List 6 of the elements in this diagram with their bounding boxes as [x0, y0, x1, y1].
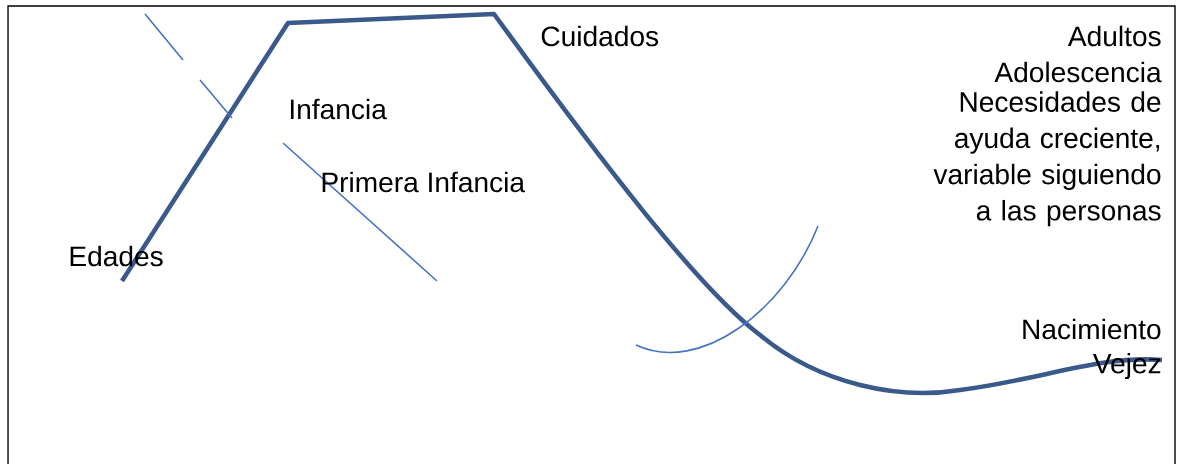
label: Necesidades de ayuda creciente, variable siguiendo a las personas	[933, 91, 1161, 227]
label: Infancia	[290, 98, 387, 120]
label: Adultos	[1067, 25, 1161, 47]
label: Cuidados	[541, 25, 659, 47]
label: Nacimiento	[1023, 318, 1161, 340]
label: Adolescencia	[994, 61, 1162, 83]
